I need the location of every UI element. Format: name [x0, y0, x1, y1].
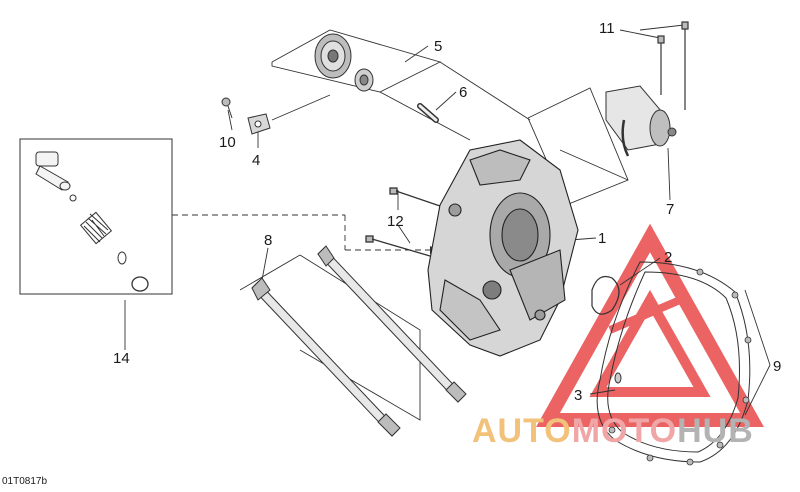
watermark-hub: HUB: [677, 412, 754, 450]
part-5-gears: [314, 33, 374, 92]
callout-9: 9: [773, 358, 781, 375]
part-4-bracket: [247, 113, 271, 135]
part-11-bolts: [657, 21, 689, 110]
callout-11: 11: [599, 20, 615, 37]
part-7-starter-motor: [605, 85, 677, 157]
callout-4: 4: [252, 152, 260, 169]
part-12-bolts: [365, 187, 441, 257]
part-1-crankcase: [427, 139, 579, 357]
callout-3: 3: [574, 387, 582, 404]
part-14-detail-box: [19, 138, 173, 295]
callout-10: 10: [219, 134, 236, 151]
svg-text:AUTOMOTOHUB: AUTOMOTOHUB: [472, 412, 754, 450]
callout-12: 12: [387, 213, 404, 230]
part-3-dowel: [614, 372, 622, 384]
callout-14: 14: [113, 350, 130, 367]
callout-6: 6: [459, 84, 467, 101]
part-10-bolt: [221, 97, 233, 119]
callout-labels: 5 6 10 4 11 7 12 1 2 8 3 9 14: [113, 20, 781, 404]
watermark-logo-triangle: [536, 223, 764, 427]
callout-8: 8: [264, 232, 272, 249]
callout-5: 5: [434, 38, 442, 55]
watermark-logo-text: AUTOMOTOHUB: [472, 412, 754, 450]
part-2-seal: [591, 275, 620, 315]
callout-1: 1: [598, 230, 606, 247]
callout-2: 2: [664, 249, 672, 266]
watermark-auto: AUTO: [472, 412, 572, 450]
part-8-studs: [251, 245, 467, 437]
part-6-dowel-pin: [417, 103, 439, 123]
callout-7: 7: [666, 201, 674, 218]
part-9-screws: [608, 268, 752, 466]
figure-code: 01T0817b: [2, 476, 48, 487]
watermark-moto: MOTO: [572, 412, 677, 450]
